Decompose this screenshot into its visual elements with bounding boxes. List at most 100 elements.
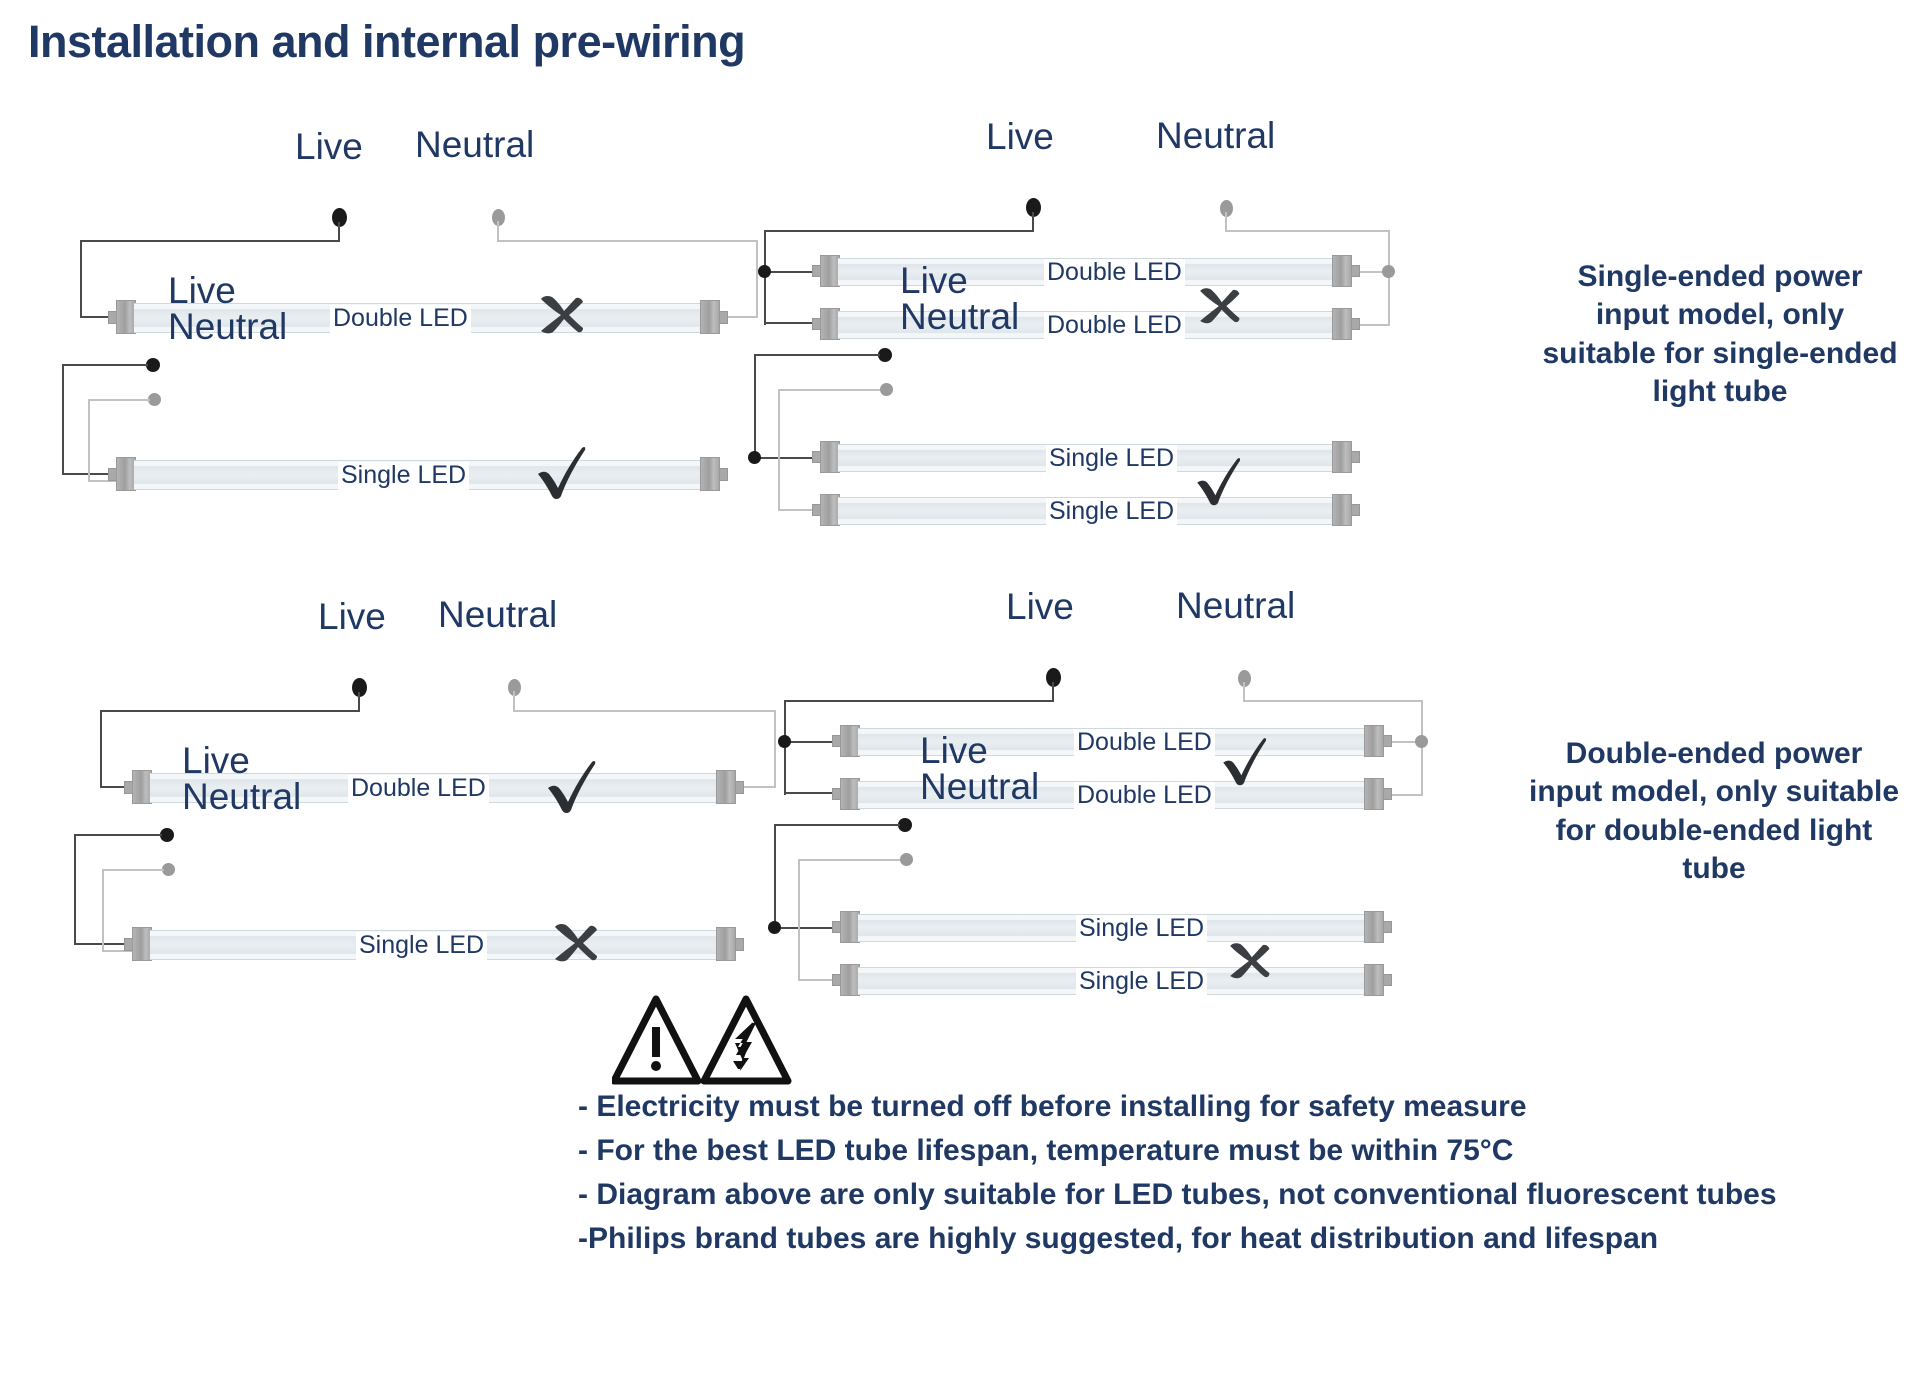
wire-live-top-seg4	[100, 786, 130, 788]
wire-neutral-top-seg3	[1388, 230, 1390, 326]
wire-live-bottom-seg3	[774, 927, 836, 929]
tube-pin-right	[1351, 265, 1360, 277]
tube-cap-right	[716, 927, 736, 961]
wire-live-top-seg1	[358, 692, 360, 712]
wire-live-top-seg5	[784, 792, 836, 794]
wire-neutral-top-seg4	[726, 316, 758, 318]
tube-cap-right	[1332, 441, 1352, 473]
wire-live-bottom-seg1	[74, 834, 162, 836]
tube-label: Single LED	[1076, 967, 1208, 996]
label-live-bottom: Live	[900, 260, 968, 301]
warning-triangle-icon	[612, 995, 702, 1085]
cross-mark-icon	[1218, 932, 1276, 990]
tube-cap-left	[840, 725, 860, 757]
tube-pin-right	[1351, 318, 1360, 330]
tube-cap-right	[1332, 308, 1352, 340]
note-line: -Philips brand tubes are highly suggeste…	[578, 1222, 1659, 1256]
label-neutral-bottom: Neutral	[920, 766, 1040, 807]
terminal-dot-neutral-top	[1220, 200, 1233, 217]
tube-cap-right	[1364, 964, 1384, 996]
wire-live-top-seg2	[784, 700, 1054, 702]
wire-neutral-bottom-seg2	[778, 389, 780, 511]
warning-icon-group	[612, 995, 802, 1087]
cross-mark-icon	[542, 912, 604, 974]
tube-cap-right	[716, 770, 736, 804]
diagram-top-right: Live Neutral Double LED	[748, 0, 1510, 526]
tube-cap-left	[132, 927, 152, 961]
wire-neutral-top-seg5	[1358, 324, 1390, 326]
terminal-dot-neutral-bottom	[880, 383, 893, 396]
tube-label: Double LED	[1074, 781, 1215, 810]
tube-label: Single LED	[1046, 444, 1178, 473]
wire-live-top-seg2	[764, 230, 1034, 232]
wire-neutral-bottom-seg1	[778, 389, 880, 391]
label-live-bottom: Live	[168, 270, 236, 311]
wire-live-bottom-seg1	[774, 824, 900, 826]
terminal-dot-live-top	[1026, 198, 1041, 217]
wire-neutral-top-seg2	[497, 240, 758, 242]
label-live-top: Live	[295, 126, 363, 167]
tube-label: Single LED	[1046, 497, 1178, 526]
wire-neutral-bottom-seg1	[102, 869, 164, 871]
label-neutral-top: Neutral	[1176, 585, 1296, 626]
wire-live-top-seg4	[784, 741, 836, 743]
caption-double-ended: Double-ended power input model, only sui…	[1528, 737, 1900, 886]
tube-cap-right	[1364, 911, 1384, 943]
wire-live-top-seg3	[80, 240, 82, 318]
tube-cap-left	[840, 964, 860, 996]
terminal-dot-live-bottom	[160, 828, 174, 842]
wire-live-bottom-seg1	[62, 364, 148, 366]
terminal-dot-neutral-bottom	[900, 853, 913, 866]
electric-shock-icon	[700, 995, 792, 1085]
wire-live-top-seg2	[100, 710, 360, 712]
tube-cap-right	[1364, 778, 1384, 810]
wire-neutral-bottom-seg3	[102, 950, 134, 952]
label-neutral-top: Neutral	[415, 124, 535, 165]
tube-pin-right	[1383, 921, 1392, 933]
wire-neutral-top-seg2	[513, 710, 776, 712]
wire-neutral-bottom-seg2	[798, 859, 800, 981]
label-neutral-top: Neutral	[438, 594, 558, 635]
terminal-dot-live-bottom	[878, 348, 892, 362]
tube-label: Single LED	[1076, 914, 1208, 943]
terminal-dot-live-top	[352, 678, 367, 697]
note-line: - Electricity must be turned off before …	[578, 1090, 1527, 1123]
wire-neutral-bottom-seg3	[778, 509, 816, 511]
wire-live-top-seg5	[764, 322, 816, 324]
tube-cap-left	[820, 255, 840, 287]
label-live-top: Live	[1006, 586, 1074, 627]
tube-cap-right	[1332, 255, 1352, 287]
label-live-bottom: Live	[920, 730, 988, 771]
tube-label: Single LED	[356, 931, 488, 960]
wire-live-top-seg3	[100, 710, 102, 788]
caption-single-ended: Single-ended power input model, only sui…	[1542, 260, 1898, 409]
wire-live-bottom-seg2	[62, 364, 64, 475]
tube-label: Double LED	[1044, 311, 1185, 340]
terminal-dot-live-top	[332, 208, 347, 227]
junction-dot-neutral-top	[1382, 265, 1395, 278]
junction-dot-live-top	[778, 735, 791, 748]
label-neutral-bottom: Neutral	[900, 296, 1020, 337]
label-neutral-bottom: Neutral	[182, 776, 302, 817]
tube-cap-left	[840, 778, 860, 810]
tube-pin-right	[1383, 788, 1392, 800]
check-mark-icon	[1190, 450, 1248, 508]
diagram-top-left: Live Neutral Double LED Live	[0, 0, 800, 520]
wire-neutral-bottom-seg1	[88, 399, 150, 401]
wire-live-bottom-seg1	[754, 354, 880, 356]
tube-label: Single LED	[338, 461, 470, 490]
junction-dot-live-top	[758, 265, 771, 278]
tube-cap-left	[840, 911, 860, 943]
tube-label: Double LED	[330, 304, 471, 333]
tube-label: Double LED	[1074, 728, 1215, 757]
note-line: - For the best LED tube lifespan, temper…	[578, 1134, 1514, 1168]
wire-live-bottom-seg2	[774, 824, 776, 929]
wire-live-top-seg1	[338, 222, 340, 242]
wire-neutral-bottom-seg2	[102, 869, 104, 952]
wire-neutral-top-seg5	[1391, 794, 1423, 796]
cross-mark-icon	[528, 284, 590, 346]
check-mark-icon	[530, 438, 594, 502]
label-live-top: Live	[986, 116, 1054, 157]
terminal-dot-live-bottom	[146, 358, 160, 372]
